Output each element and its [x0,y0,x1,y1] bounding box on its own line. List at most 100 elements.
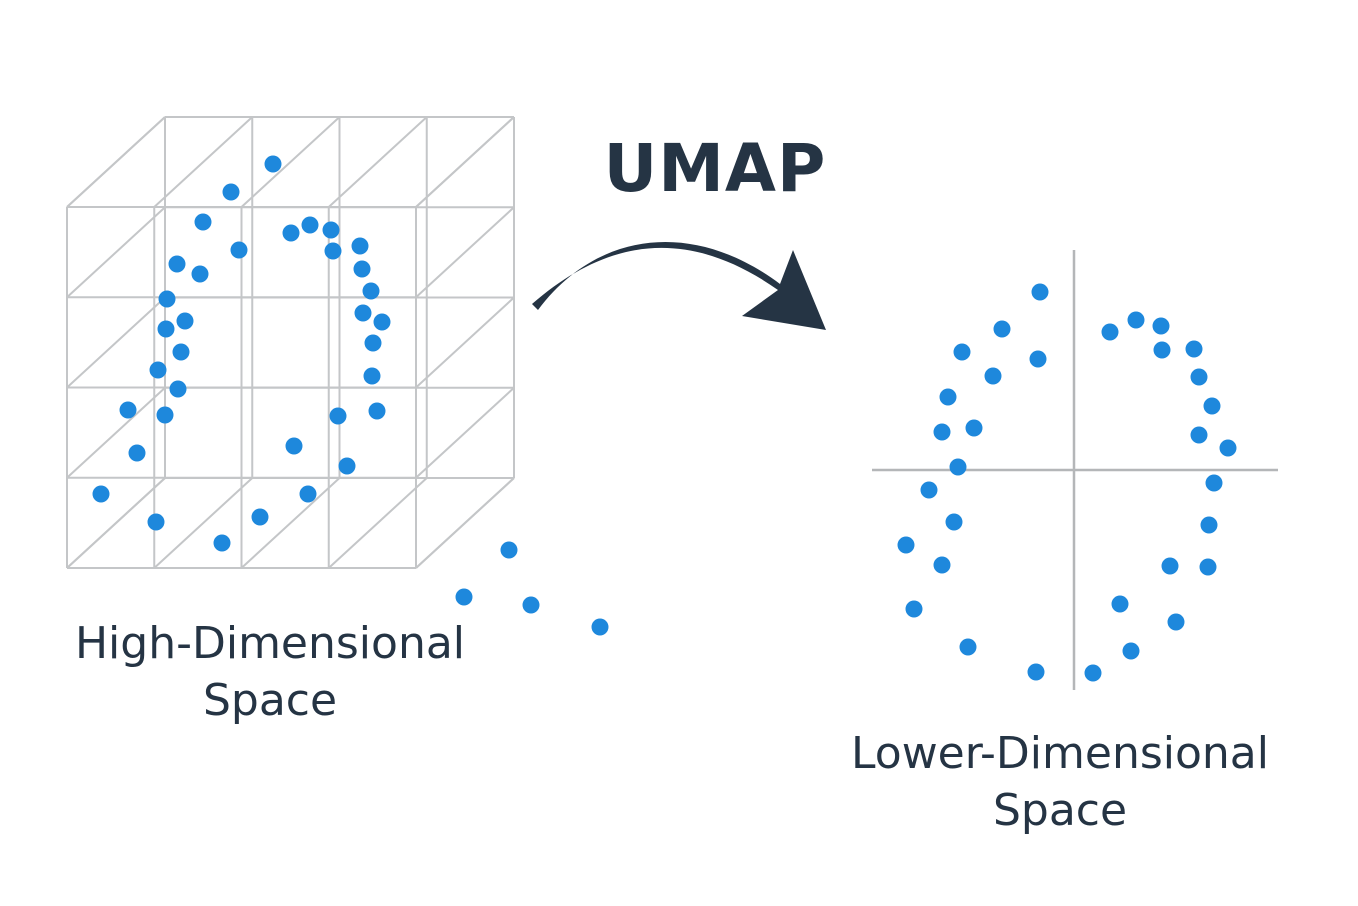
lower-dimensional-point [1161,557,1179,575]
high-dimensional-point [251,508,269,526]
lower-dimensional-point [933,556,951,574]
lower-dimensional-point [1111,595,1129,613]
high-dimensional-point [338,457,356,475]
cube-grid-line [66,116,166,208]
lower-dimensional-point [1203,397,1221,415]
cube-grid-line [415,387,515,479]
lower-dimensional-point [1153,341,1171,359]
high-dimensional-point [213,534,231,552]
lower-dimensional-point [1027,663,1045,681]
cube-grid-line [153,477,253,569]
lower-dimensional-point [939,388,957,406]
high-dimensional-points [92,155,609,636]
lower-dimensional-label: Lower-Dimensional Space [820,725,1300,839]
high-dimensional-point [591,618,609,636]
lower-dimensional-point [949,458,967,476]
high-dimensional-point [324,242,342,260]
high-dimensional-point [168,255,186,273]
lower-dimensional-point [920,481,938,499]
high-dimensional-point [169,380,187,398]
high-dimensional-point [362,282,380,300]
lower-dimensional-point [1101,323,1119,341]
lower-dimensional-point [1029,350,1047,368]
lower-dimensional-point [905,600,923,618]
lower-dimensional-point [953,343,971,361]
lower-dimensional-point [1200,516,1218,534]
high-dimensional-point [363,367,381,385]
cube-grid-line [66,296,166,389]
cube-grid-line [328,477,428,569]
lower-dimensional-axes [872,250,1278,690]
high-dimensional-point [264,155,282,173]
lower-dimensional-point [984,367,1002,385]
lower-dimensional-point [1199,558,1217,576]
high-dimensional-point [147,513,165,531]
high-dimensional-point [158,290,176,308]
cube-grid-line [415,296,515,389]
lower-dimensional-point [1205,474,1223,492]
high-dimensional-point [364,334,382,352]
high-dimensional-point [119,401,137,419]
high-dimensional-point [156,406,174,424]
high-dimensional-point [191,265,209,283]
lower-dimensional-point [1122,642,1140,660]
high-dimensional-point [285,437,303,455]
lower-dimensional-point [1084,664,1102,682]
lower-dimensional-points [897,283,1237,682]
lower-dimensional-point [1167,613,1185,631]
high-dimensional-point [172,343,190,361]
cube-grid-line [415,477,515,569]
high-dimensional-point [194,213,212,231]
cube-grid-line [153,116,253,208]
high-dimensional-point [368,402,386,420]
lower-dimensional-point [1190,426,1208,444]
lower-dimensional-point [933,423,951,441]
lower-dimensional-label-line1: Lower-Dimensional [851,728,1269,779]
lower-dimensional-point [945,513,963,531]
high-dimensional-point [373,313,391,331]
lower-dimensional-point [1031,283,1049,301]
high-dimensional-point [176,312,194,330]
cube-grid-line [328,116,428,208]
cube-grid-line [415,116,515,208]
cube-grid-line [240,477,341,569]
high-dimensional-point [157,320,175,338]
lower-dimensional-label-line2: Space [992,785,1128,837]
high-dimensional-point [92,485,110,503]
high-dimensional-point [351,237,369,255]
lower-dimensional-point [1152,317,1170,335]
lower-dimensional-point [1219,439,1237,457]
high-dimensional-point [322,221,340,239]
high-dimensional-point [230,241,248,259]
cube-grid-line [240,116,341,208]
high-dimensional-point [222,183,240,201]
high-dimensional-point [455,588,473,606]
high-dimensional-point [149,361,167,379]
cube-grid-line [66,477,166,569]
high-dimensional-point [353,260,371,278]
lower-dimensional-point [897,536,915,554]
high-dimensional-label-line1: High-Dimensional [74,618,466,669]
high-dimensional-point [282,224,300,242]
lower-dimensional-point [1127,311,1145,329]
high-dimensional-point [354,304,372,322]
umap-transform-arrow [532,241,826,330]
high-dimensional-label: High-Dimensional Space [40,615,500,729]
cube-grid-line [66,387,166,479]
lower-dimensional-point [993,320,1011,338]
high-dimensional-point [299,485,317,503]
high-dimensional-point [128,444,146,462]
high-dimensional-point [500,541,518,559]
lower-dimensional-point [959,638,977,656]
cube-grid-line [415,206,515,298]
high-dimensional-point [522,596,540,614]
method-title: UMAP [603,130,827,207]
high-dimensional-point [329,407,347,425]
cube-grid-line [66,206,166,298]
lower-dimensional-point [965,419,983,437]
lower-dimensional-point [1185,340,1203,358]
high-dimensional-label-line2: Space [202,675,338,727]
high-dimensional-point [301,216,319,234]
high-dimensional-cube-grid [66,116,515,569]
